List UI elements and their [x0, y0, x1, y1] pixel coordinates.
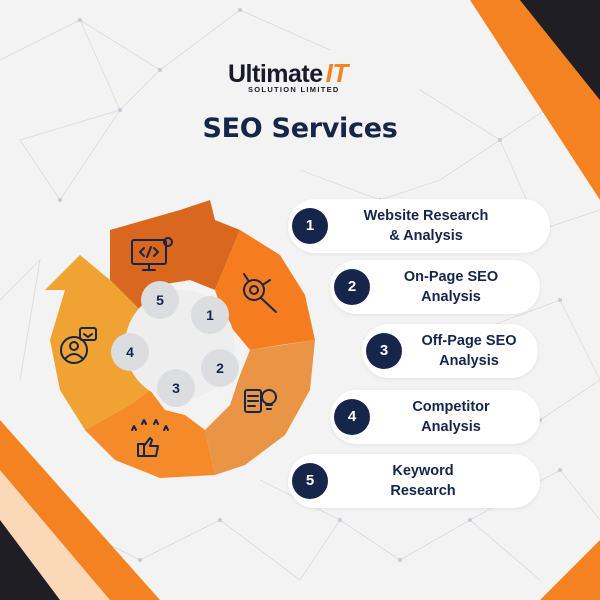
lightbulb-document-icon — [244, 389, 277, 413]
cycle-number-2: 2 — [216, 360, 224, 376]
magnifier-target-icon — [243, 273, 277, 313]
code-monitor-gear-icon — [131, 237, 173, 271]
service-number-badge: 2 — [334, 269, 370, 305]
page-title: SEO Services — [202, 113, 398, 144]
cycle-segment-4 — [45, 255, 150, 430]
thumbs-up-stars-icon — [131, 419, 169, 457]
service-number-badge: 5 — [292, 463, 328, 499]
cycle-number-5: 5 — [156, 292, 164, 308]
cycle-number-3: 3 — [172, 380, 180, 396]
cycle-number-4: 4 — [126, 344, 134, 360]
service-item-1: 1 Website Research& Analysis — [288, 199, 550, 253]
service-number-badge: 3 — [366, 333, 402, 369]
user-chat-heart-icon — [60, 327, 97, 364]
service-number-badge: 1 — [292, 208, 328, 244]
service-label: Website Research& Analysis — [363, 208, 489, 244]
cycle-segment-3 — [85, 390, 215, 478]
cycle-segment-5 — [110, 200, 240, 310]
brand-tagline: SOLUTION LIMITED — [248, 85, 340, 94]
service-number-badge: 4 — [334, 399, 370, 435]
cycle-number-1: 1 — [206, 307, 214, 323]
seo-cycle-diagram: 1 2 3 4 5 — [45, 200, 315, 478]
